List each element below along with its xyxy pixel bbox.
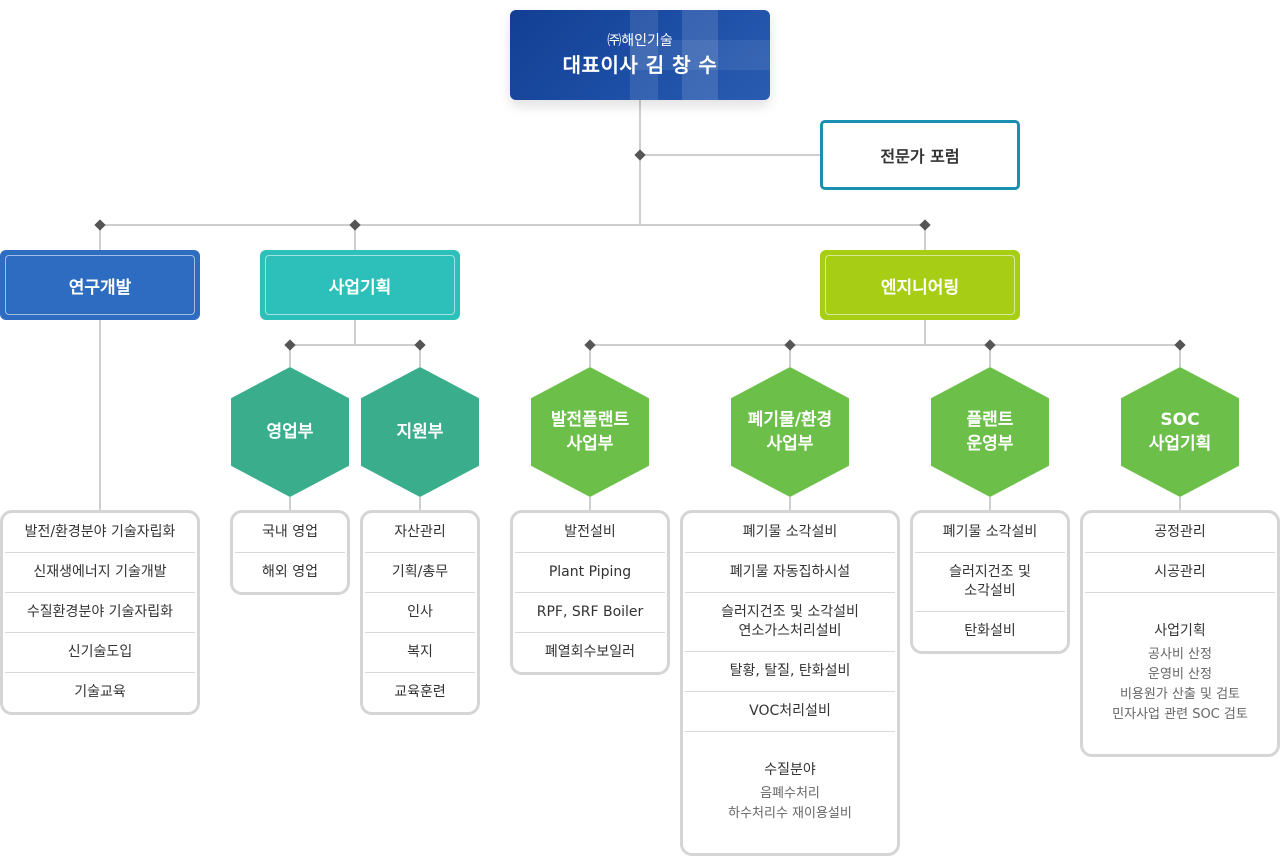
list-item: Plant Piping <box>515 553 665 593</box>
list-support: 자산관리 기획/총무 인사 복지 교육훈련 <box>360 510 480 715</box>
list-item-planning: 사업기획 공사비 산정 운영비 산정 비용원가 산출 및 검토 민자사업 관련 … <box>1085 593 1275 754</box>
node-forum <box>634 149 646 161</box>
list-item: 해외 영업 <box>262 564 318 580</box>
ceo-decoration <box>630 10 770 100</box>
dept-soc: SOC 사업기획 <box>1121 367 1239 497</box>
list-item: 폐기물 소각설비 <box>685 513 895 553</box>
division-planning: 사업기획 <box>260 250 460 320</box>
node-rnd <box>94 219 106 231</box>
node-planning <box>349 219 361 231</box>
list-item: 자산관리 <box>365 513 475 553</box>
dept-waste-env: 폐기물/환경 사업부 <box>731 367 849 497</box>
list-item: 발전설비 <box>515 513 665 553</box>
node-plant-ops <box>984 339 996 351</box>
list-item: 슬러지건조 및 소각설비 연소가스처리설비 <box>685 593 895 652</box>
list-item: 수질환경분야 기술자립화 <box>5 593 195 633</box>
list-item: 복지 <box>365 633 475 673</box>
list-item: 탄화설비 <box>964 623 1016 639</box>
list-soc: 공정관리 시공관리 사업기획 공사비 산정 운영비 산정 비용원가 산출 및 검… <box>1080 510 1280 757</box>
company-name: ㈜해인기술 <box>607 33 673 49</box>
list-item: 슬러지건조 및 소각설비 <box>915 553 1065 612</box>
division-rnd: 연구개발 <box>0 250 200 320</box>
division-engineering: 엔지니어링 <box>820 250 1020 320</box>
list-item: 국내 영업 <box>235 513 345 553</box>
list-item: 탈황, 탈질, 탄화설비 <box>685 652 895 692</box>
node-support <box>414 339 426 351</box>
dept-support: 지원부 <box>361 367 479 497</box>
list-item-sub: 공사비 산정 운영비 산정 비용원가 산출 및 검토 민자사업 관련 SOC 검… <box>1112 647 1248 722</box>
list-rnd: 발전/환경분야 기술자립화 신재생에너지 기술개발 수질환경분야 기술자립화 신… <box>0 510 200 715</box>
dept-plant-ops: 플랜트 운영부 <box>931 367 1049 497</box>
dept-power-plant: 발전플랜트 사업부 <box>531 367 649 497</box>
ceo-box: ㈜해인기술 대표이사 김 창 수 <box>510 10 770 100</box>
list-power-plant: 발전설비 Plant Piping RPF, SRF Boiler 폐열회수보일… <box>510 510 670 675</box>
list-waste-env: 폐기물 소각설비 폐기물 자동집하시설 슬러지건조 및 소각설비 연소가스처리설… <box>680 510 900 856</box>
list-item: 폐열회수보일러 <box>544 644 636 660</box>
list-item-title: 수질분야 <box>764 762 816 778</box>
node-sales <box>284 339 296 351</box>
list-item: 교육훈련 <box>394 684 446 700</box>
list-item: 공정관리 <box>1085 513 1275 553</box>
list-item-water: 수질분야 음폐수처리 하수처리수 재이용설비 <box>685 732 895 853</box>
node-soc <box>1174 339 1186 351</box>
list-plant-ops: 폐기물 소각설비 슬러지건조 및 소각설비 탄화설비 <box>910 510 1070 654</box>
node-engineering <box>919 219 931 231</box>
list-item: 기획/총무 <box>365 553 475 593</box>
list-item: 시공관리 <box>1085 553 1275 593</box>
dept-sales: 영업부 <box>231 367 349 497</box>
list-sales: 국내 영업 해외 영업 <box>230 510 350 595</box>
list-item: 신재생에너지 기술개발 <box>5 553 195 593</box>
list-item: 발전/환경분야 기술자립화 <box>5 513 195 553</box>
list-item: 폐기물 자동집하시설 <box>685 553 895 593</box>
node-power <box>584 339 596 351</box>
expert-forum-box: 전문가 포럼 <box>820 120 1020 190</box>
list-item: RPF, SRF Boiler <box>515 593 665 633</box>
node-waste <box>784 339 796 351</box>
list-item: VOC처리설비 <box>685 692 895 732</box>
list-item: 신기술도입 <box>5 633 195 673</box>
list-item: 인사 <box>365 593 475 633</box>
list-item-sub: 음폐수처리 하수처리수 재이용설비 <box>728 786 852 821</box>
list-item-title: 사업기획 <box>1154 623 1206 639</box>
ceo-title: 대표이사 김 창 수 <box>562 53 718 77</box>
list-item: 폐기물 소각설비 <box>915 513 1065 553</box>
list-item: 기술교육 <box>74 684 126 700</box>
